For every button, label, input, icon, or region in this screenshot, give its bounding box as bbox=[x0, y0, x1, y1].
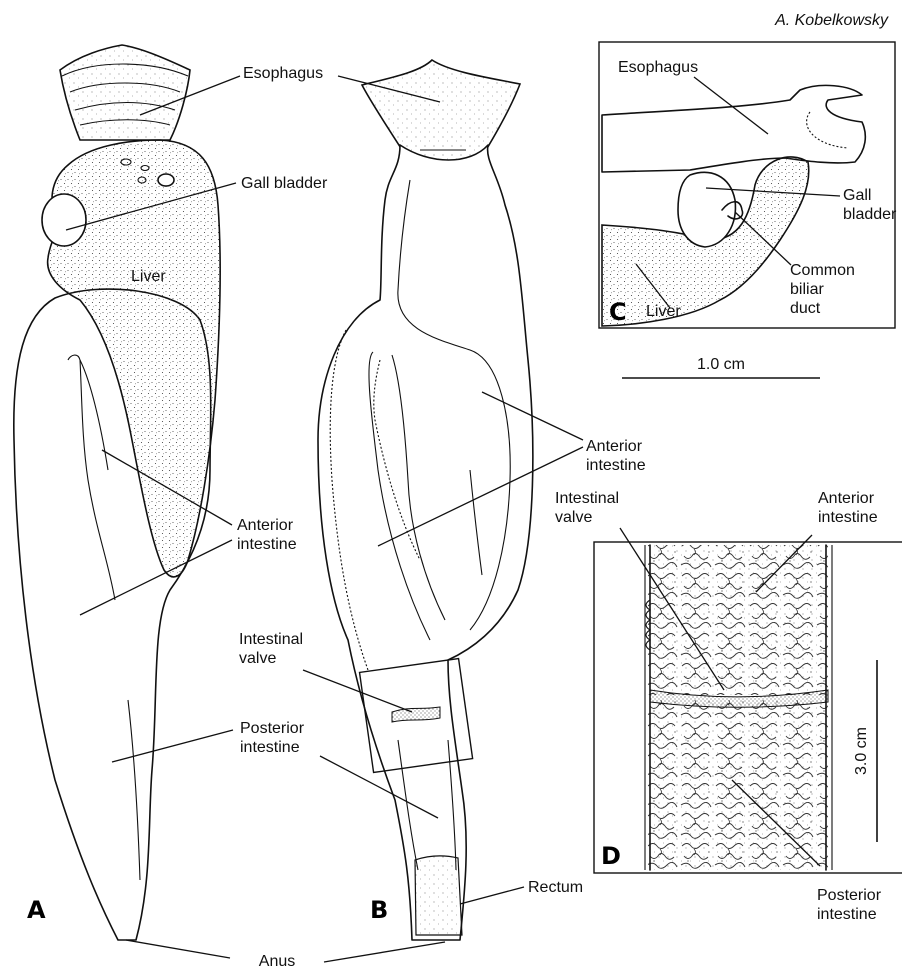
label-posterior-intestine-a: Posterior intestine bbox=[240, 720, 308, 756]
scale-bar-c-label: 1.0 cm bbox=[697, 356, 745, 373]
panel-c bbox=[599, 42, 895, 328]
label-esophagus-c: Esophagus bbox=[618, 59, 698, 76]
label-posterior-intestine-d: Posterior intestine bbox=[817, 887, 885, 923]
label-liver-a: Liver bbox=[131, 268, 166, 285]
label-anterior-intestine-d: Anterior intestine bbox=[818, 490, 878, 526]
label-anus: Anus bbox=[259, 953, 295, 969]
panel-d bbox=[594, 542, 902, 873]
label-anterior-intestine-b: Anterior intestine bbox=[586, 438, 646, 474]
panel-a-drawing bbox=[14, 45, 220, 940]
scale-bar-d-label: 3.0 cm bbox=[853, 727, 870, 775]
panel-a-gall-bladder bbox=[42, 194, 86, 246]
label-anterior-intestine-a: Anterior intestine bbox=[237, 517, 297, 553]
label-intestinal-valve-d: Intestinal valve bbox=[555, 490, 624, 526]
panel-a-esophagus bbox=[60, 45, 190, 140]
panel-b-anterior-sac bbox=[318, 145, 533, 940]
label-esophagus-a: Esophagus bbox=[243, 65, 323, 82]
label-gall-bladder-a: Gall bladder bbox=[241, 175, 328, 192]
panel-letter-d: D bbox=[601, 842, 621, 870]
panel-b-drawing bbox=[318, 60, 533, 940]
label-common-biliar-duct: Common biliar duct bbox=[790, 262, 859, 317]
label-liver-c: Liver bbox=[646, 303, 681, 320]
panel-c-esophagus bbox=[602, 85, 865, 172]
panel-letter-c: C bbox=[609, 298, 627, 326]
panel-c-gall-bladder bbox=[678, 172, 735, 247]
author-credit: A. Kobelkowsky bbox=[774, 12, 889, 29]
panel-letter-b: B bbox=[370, 896, 388, 924]
label-rectum: Rectum bbox=[528, 879, 583, 896]
panel-b-rectum bbox=[415, 856, 462, 935]
label-intestinal-valve-b: Intestinal valve bbox=[239, 631, 308, 667]
label-gall-bladder-c: Gall bladder bbox=[843, 187, 897, 223]
panel-letter-a: A bbox=[27, 896, 46, 924]
